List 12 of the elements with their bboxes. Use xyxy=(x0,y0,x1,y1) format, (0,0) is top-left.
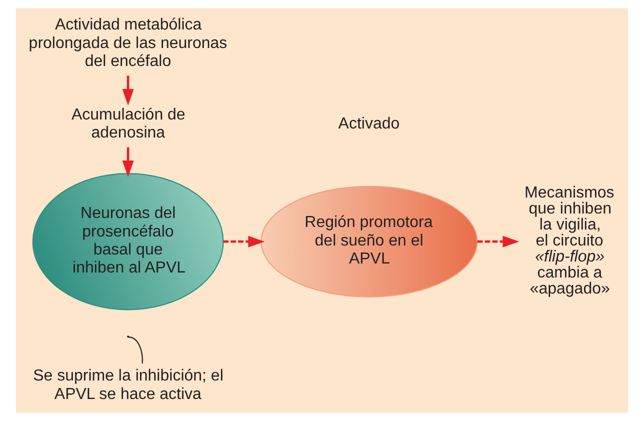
arrow xyxy=(122,76,134,106)
connector xyxy=(128,336,142,364)
arrow xyxy=(476,236,519,248)
node-text: Actividad metabólica prolongada de las neuronas del encéfalo xyxy=(28,16,227,70)
node-text: Se suprime la inhibición; el APVL se hace activa xyxy=(32,368,223,403)
arrow xyxy=(222,236,264,248)
node-text: Acumulación de adenosina xyxy=(70,106,185,142)
node-text: Mecanismos que inhiben la vigilia, el circuito «flip-flop» cambia a «apagado» xyxy=(524,184,614,298)
node-ellipse: Neuronas del prosencéfalo basal que inhiben al APVL xyxy=(32,173,224,310)
node-ellipse: Región promotora del sueño en el APVL xyxy=(260,186,478,298)
node-label: Activado xyxy=(338,115,400,132)
arrow xyxy=(122,147,134,178)
